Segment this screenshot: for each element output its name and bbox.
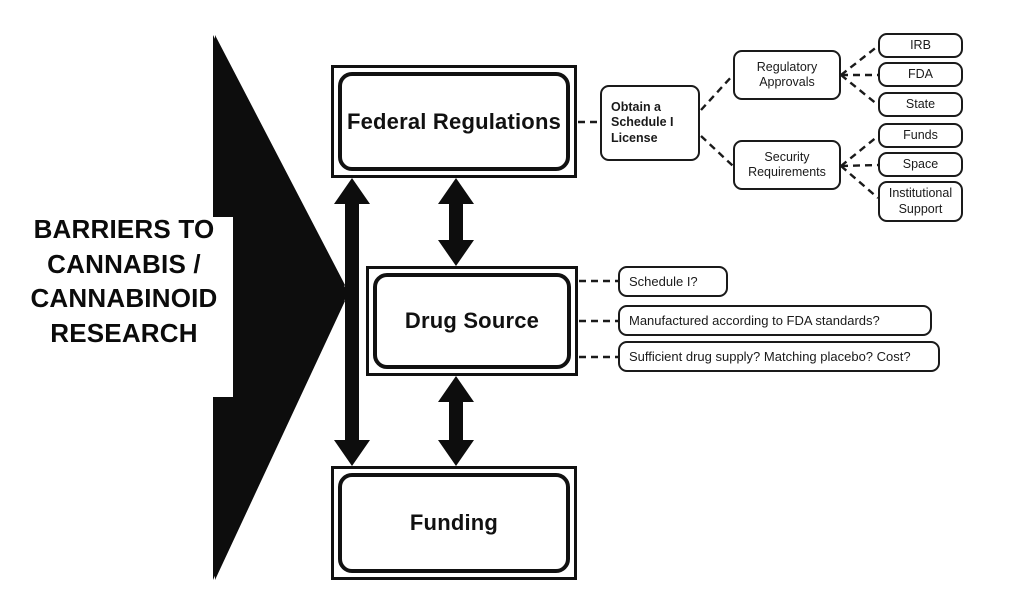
arrow-drugsource-funding	[438, 376, 474, 466]
node-funding-inner: Funding	[338, 473, 570, 573]
institutional-support-lines: Institutional Support	[889, 186, 952, 217]
connector-security-to-institutional	[840, 165, 879, 199]
license-line-3: License	[611, 130, 658, 145]
node-question-supply[interactable]: Sufficient drug supply? Matching placebo…	[618, 341, 940, 372]
fda-label: FDA	[908, 66, 933, 81]
node-obtain-schedule-i-license[interactable]: Obtain a Schedule I License	[600, 85, 700, 161]
license-lines: Obtain a Schedule I License	[611, 100, 674, 146]
headline-line-1: BARRIERS TO	[33, 214, 215, 244]
node-federal-regulations-label: Federal Regulations	[346, 108, 562, 134]
question-supply-label: Sufficient drug supply? Matching placebo…	[629, 349, 911, 364]
question-schedule-i-label: Schedule I?	[629, 274, 698, 289]
irb-lines: IRB	[910, 38, 931, 53]
security-requirements-lines: Security Requirements	[748, 150, 826, 181]
node-drug-source[interactable]: Drug Source	[366, 266, 578, 376]
barriers-arrow-icon	[213, 35, 348, 580]
license-line-2: Schedule I	[611, 115, 674, 130]
connector-regulatory-to-irb	[840, 45, 879, 76]
irb-label: IRB	[910, 37, 931, 52]
funds-lines: Funds	[903, 128, 938, 143]
arrow-federal-funding	[334, 178, 370, 466]
arrow-federal-drugsource	[438, 178, 474, 266]
security-requirements-line-2: Requirements	[748, 165, 826, 179]
node-fda[interactable]: FDA	[878, 62, 963, 87]
space-label: Space	[902, 156, 939, 171]
connector-regulatory-to-state	[840, 74, 879, 106]
state-lines: State	[906, 97, 935, 112]
node-institutional-support[interactable]: Institutional Support	[878, 181, 963, 222]
connector-license-to-security	[700, 135, 734, 167]
node-space[interactable]: Space	[878, 152, 963, 177]
question-manufactured-label: Manufactured according to FDA standards?	[629, 313, 880, 328]
node-question-schedule-i[interactable]: Schedule I?	[618, 266, 728, 297]
node-federal-regulations-inner: Federal Regulations	[338, 72, 570, 171]
headline-line-4: RESEARCH	[50, 317, 198, 348]
node-regulatory-approvals[interactable]: Regulatory Approvals	[733, 50, 841, 100]
headline-line-2: CANNABIS /	[47, 248, 201, 279]
node-funds[interactable]: Funds	[878, 123, 963, 148]
security-requirements-line-1: Security	[764, 149, 810, 164]
fda-lines: FDA	[908, 67, 933, 82]
state-label: State	[905, 96, 936, 111]
regulatory-approvals-line-1: Regulatory	[756, 59, 818, 74]
headline-line-3: CANNABINOID	[30, 283, 218, 314]
node-funding[interactable]: Funding	[331, 466, 577, 580]
connector-security-to-funds	[840, 135, 879, 167]
funds-label: Funds	[903, 127, 938, 142]
node-drug-source-label: Drug Source	[404, 308, 540, 333]
node-security-requirements[interactable]: Security Requirements	[733, 140, 841, 190]
connector-license-to-regulatory	[700, 74, 734, 111]
space-lines: Space	[903, 157, 938, 172]
node-irb[interactable]: IRB	[878, 33, 963, 58]
page-title: BARRIERS TO CANNABIS / CANNABINOID RESEA…	[8, 212, 240, 350]
node-state[interactable]: State	[878, 92, 963, 117]
institutional-support-line-2: Support	[898, 201, 943, 216]
license-line-1: Obtain a	[611, 100, 662, 115]
institutional-support-line-1: Institutional	[888, 186, 953, 201]
node-question-manufactured[interactable]: Manufactured according to FDA standards?	[618, 305, 932, 336]
regulatory-approvals-lines: Regulatory Approvals	[757, 60, 817, 91]
regulatory-approvals-line-2: Approvals	[759, 75, 815, 89]
node-federal-regulations[interactable]: Federal Regulations	[331, 65, 577, 178]
node-funding-label: Funding	[409, 510, 499, 535]
node-drug-source-inner: Drug Source	[373, 273, 571, 369]
connector-security-to-space	[840, 163, 879, 168]
